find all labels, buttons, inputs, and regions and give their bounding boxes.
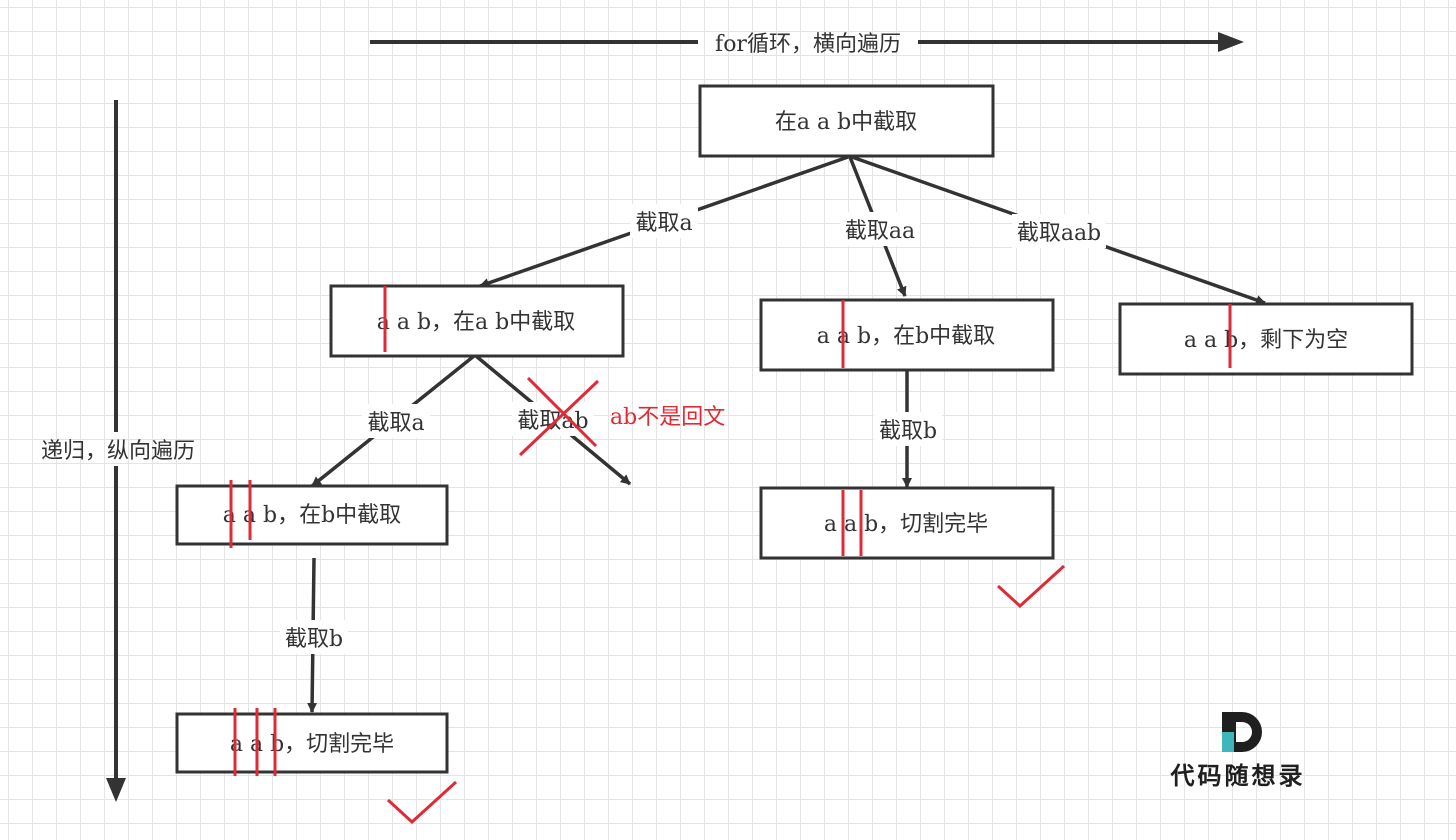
logo-text: 代码随想录 xyxy=(1170,762,1306,790)
logo-d-icon xyxy=(1222,712,1262,752)
invalid-branch-mark xyxy=(518,376,600,457)
edge-label-root-left: 截取a xyxy=(635,211,692,236)
edge-label-root-right: 截取aab xyxy=(1017,221,1101,246)
check-icon xyxy=(386,780,458,825)
node-level1-left-label: a a b，在a b中截取 xyxy=(377,310,576,335)
edge-label-l1left-invalid: 截取ab xyxy=(517,409,588,434)
invalid-note: ab不是回文 xyxy=(610,405,725,430)
node-level2-left-label: a a b，在b中截取 xyxy=(223,503,401,528)
node-level2-left: a a b，在b中截取 xyxy=(175,480,449,548)
node-level2-mid: a a b，切割完毕 xyxy=(759,486,1055,560)
vertical-axis-label: 递归，纵向遍历 xyxy=(41,439,195,464)
node-level1-mid: a a b，在b中截取 xyxy=(759,298,1055,372)
node-level3-left-label: a a b，切割完毕 xyxy=(230,732,394,757)
edge-label-root-mid: 截取aa xyxy=(845,219,915,244)
edge-label-l1mid-l2mid: 截取b xyxy=(879,419,937,444)
edge-label-l1left-l2left: 截取a xyxy=(367,411,424,436)
tree-edges xyxy=(307,155,1266,713)
vertical-axis: 递归，纵向遍历 xyxy=(41,100,195,802)
logo: 代码随想录 xyxy=(1170,712,1306,790)
node-level1-right: a a b，剩下为空 xyxy=(1118,302,1414,376)
node-level1-right-label: a a b，剩下为空 xyxy=(1184,328,1348,353)
check-icon xyxy=(996,564,1066,609)
node-level1-mid-label: a a b，在b中截取 xyxy=(817,324,995,349)
node-level2-mid-label: a a b，切割完毕 xyxy=(824,512,988,537)
node-root-label: 在a a b中截取 xyxy=(775,110,917,135)
edge-label-l2left-l3left: 截取b xyxy=(285,627,343,652)
horizontal-axis-label: for循环，横向遍历 xyxy=(715,32,901,57)
node-level3-left: a a b，切割完毕 xyxy=(175,708,449,776)
horizontal-axis: for循环，横向遍历 xyxy=(370,32,1244,57)
tree-nodes: 在a a b中截取 a a b，在a b中截取 a a b，在b中截取 a a … xyxy=(175,84,1414,776)
node-level1-left: a a b，在a b中截取 xyxy=(329,284,625,358)
node-root: 在a a b中截取 xyxy=(698,84,995,158)
